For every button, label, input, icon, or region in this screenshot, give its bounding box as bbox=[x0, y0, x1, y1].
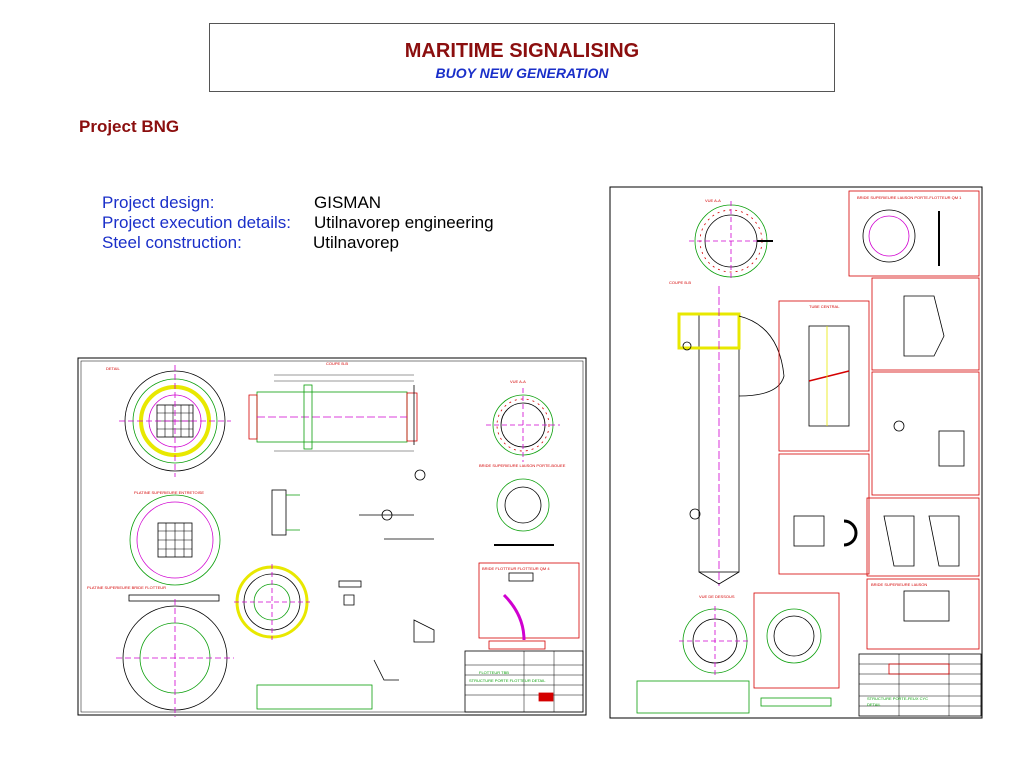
view-label: VUE DE DESSOUS bbox=[699, 594, 735, 599]
title-box: MARITIME SIGNALISING BUOY NEW GENERATION bbox=[209, 23, 835, 92]
view-label: COUPE B-B bbox=[326, 361, 348, 366]
sheet-title: FLOTTEUR TBB bbox=[479, 670, 509, 675]
page-title: MARITIME SIGNALISING bbox=[404, 40, 640, 62]
credit-value: GISMAN bbox=[314, 193, 382, 212]
view-label: BRIDE SUPERIEURE LIAISON bbox=[871, 582, 927, 587]
project-name: Project BNG bbox=[79, 117, 180, 136]
drawing-right-svg: VUE A-A COUPE B-B VUE DE DESSOUS TUBE CE… bbox=[609, 186, 983, 719]
sheet-title: STRUCTURE PORTE-FEUX CYC bbox=[867, 696, 928, 701]
technical-drawing-right: VUE A-A COUPE B-B VUE DE DESSOUS TUBE CE… bbox=[609, 186, 984, 720]
view-label: PLATINE SUPERIEURE ENTRETOISE bbox=[134, 490, 204, 495]
view-label: COUPE B-B bbox=[669, 280, 691, 285]
view-label: BRIDE FLOTTEUR FLOTTEUR QM 4 bbox=[482, 566, 550, 571]
credit-value: Utilnavorep bbox=[313, 233, 399, 252]
credit-label: Steel construction: bbox=[102, 233, 242, 252]
credit-label: Project design: bbox=[102, 193, 215, 212]
sheet-subtitle: DETAIL bbox=[867, 702, 881, 707]
view-label: VUE A-A bbox=[510, 379, 526, 384]
view-label: TUBE CENTRAL bbox=[809, 304, 840, 309]
view-label: BRIDE SUPERIEURE LIAISON PORTE-BOUEE bbox=[479, 463, 566, 468]
view-label: PLATINE SUPERIEURE BRIDE FLOTTEUR bbox=[87, 585, 166, 590]
view-label: BRIDE SUPERIEURE LIAISON PORTE-FLOTTEUR … bbox=[857, 195, 962, 200]
sheet-subtitle: STRUCTURE PORTE FLOTTEUR DETAIL bbox=[469, 678, 546, 683]
credit-label: Project execution details: bbox=[102, 213, 291, 232]
credit-value: Utilnavorep engineering bbox=[314, 213, 494, 232]
view-label: VUE A-A bbox=[705, 198, 721, 203]
drawing-left-svg: DETAIL COUPE B-B VUE A-A PLATINE SUPERIE… bbox=[77, 357, 587, 717]
page-subtitle: BUOY NEW GENERATION bbox=[435, 65, 609, 81]
view-label: DETAIL bbox=[106, 366, 120, 371]
technical-drawing-left: DETAIL COUPE B-B VUE A-A PLATINE SUPERIE… bbox=[74, 355, 590, 719]
